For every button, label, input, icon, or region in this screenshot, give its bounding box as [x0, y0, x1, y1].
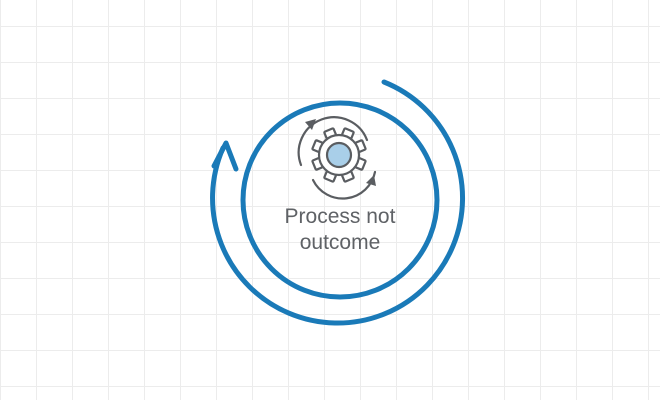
label-line-2: outcome	[299, 231, 381, 254]
cycle-arrowhead	[211, 140, 239, 172]
gear-icon	[311, 127, 367, 183]
inner-circle	[240, 100, 440, 300]
cycle-arrow	[210, 79, 466, 326]
label-line-1: Process not	[284, 205, 396, 228]
cycle-arc	[210, 79, 466, 326]
diagram-label: Process not outcome	[240, 204, 440, 256]
gear-cycle-icon	[297, 116, 377, 200]
rotation-arrows-icon	[297, 116, 377, 200]
